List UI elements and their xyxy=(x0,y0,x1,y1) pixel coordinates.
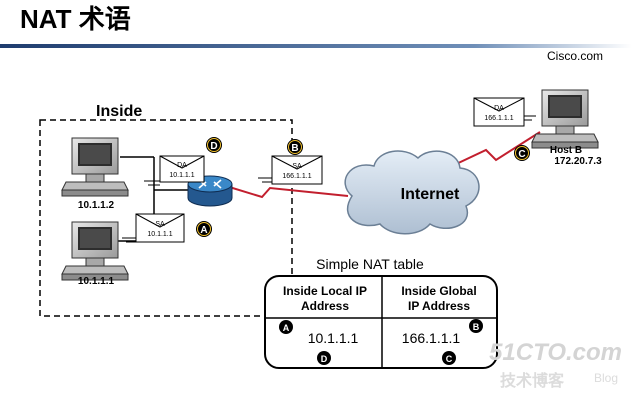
host-bottom-ip: 10.1.1.1 xyxy=(78,276,115,287)
marker-a-letter: A xyxy=(200,225,207,236)
inside-label: Inside xyxy=(96,103,142,120)
host-b-name: Host B xyxy=(550,145,582,156)
internet-label: Internet xyxy=(401,186,460,203)
host-b-ip: 172.20.7.3 xyxy=(554,156,602,167)
title-divider xyxy=(0,44,632,48)
packet-d-envelope xyxy=(144,155,205,186)
nat-col-local-line1: Inside Local IP xyxy=(283,284,367,298)
inside-host-top xyxy=(61,137,129,197)
nat-global-value: 166.1.1.1 xyxy=(402,330,461,346)
table-marker-a xyxy=(279,320,293,334)
inside-host-bottom xyxy=(61,221,129,281)
table-marker-d-letter: D xyxy=(321,354,328,364)
packet-b-address: 166.1.1.1 xyxy=(282,173,311,180)
host-top-ip: 10.1.1.2 xyxy=(78,200,115,211)
internet-cloud xyxy=(344,150,480,235)
packet-a-label: SA xyxy=(155,221,165,228)
packet-a-address: 10.1.1.1 xyxy=(147,231,172,238)
watermark-blog: Blog xyxy=(594,371,618,385)
table-marker-d xyxy=(317,351,331,365)
table-marker-b-letter: B xyxy=(473,322,480,332)
nat-col-global-line2: IP Address xyxy=(408,299,470,313)
packet-c-envelope xyxy=(473,97,536,127)
packet-d-address: 10.1.1.1 xyxy=(169,172,194,179)
watermark-site: 51CTO.com xyxy=(489,339,622,366)
packet-b-envelope xyxy=(258,155,323,185)
wan-link-router-internet xyxy=(225,185,349,199)
nat-col-local-line2: Address xyxy=(301,299,349,313)
marker-b-letter: B xyxy=(291,143,298,154)
nat-table xyxy=(264,275,498,369)
nat-table-caption: Simple NAT table xyxy=(316,256,424,272)
packet-c-address: 166.1.1.1 xyxy=(484,115,513,122)
brand-label: Cisco.com xyxy=(547,49,603,63)
host-b xyxy=(531,89,599,149)
inside-boundary xyxy=(39,119,293,317)
packet-d-label: DA xyxy=(177,162,187,169)
table-marker-b xyxy=(469,319,483,333)
marker-c xyxy=(514,145,530,161)
wan-link-internet-hostb xyxy=(451,131,541,167)
nat-col-global-line1: Inside Global xyxy=(401,284,476,298)
marker-d-letter: D xyxy=(210,141,217,152)
nat-local-value: 10.1.1.1 xyxy=(308,330,359,346)
slide-title: NAT 术语 xyxy=(20,4,131,34)
marker-c-letter: C xyxy=(518,149,525,160)
marker-a xyxy=(196,221,212,237)
marker-b xyxy=(287,139,303,155)
watermark-cn: 技术博客 xyxy=(500,371,565,390)
table-marker-c xyxy=(442,351,456,365)
table-marker-a-letter: A xyxy=(283,323,290,333)
packet-b-label: SA xyxy=(292,163,302,170)
packet-a-envelope xyxy=(122,213,185,243)
table-marker-c-letter: C xyxy=(446,354,453,364)
packet-c-label: DA xyxy=(494,105,504,112)
marker-d xyxy=(206,137,222,153)
